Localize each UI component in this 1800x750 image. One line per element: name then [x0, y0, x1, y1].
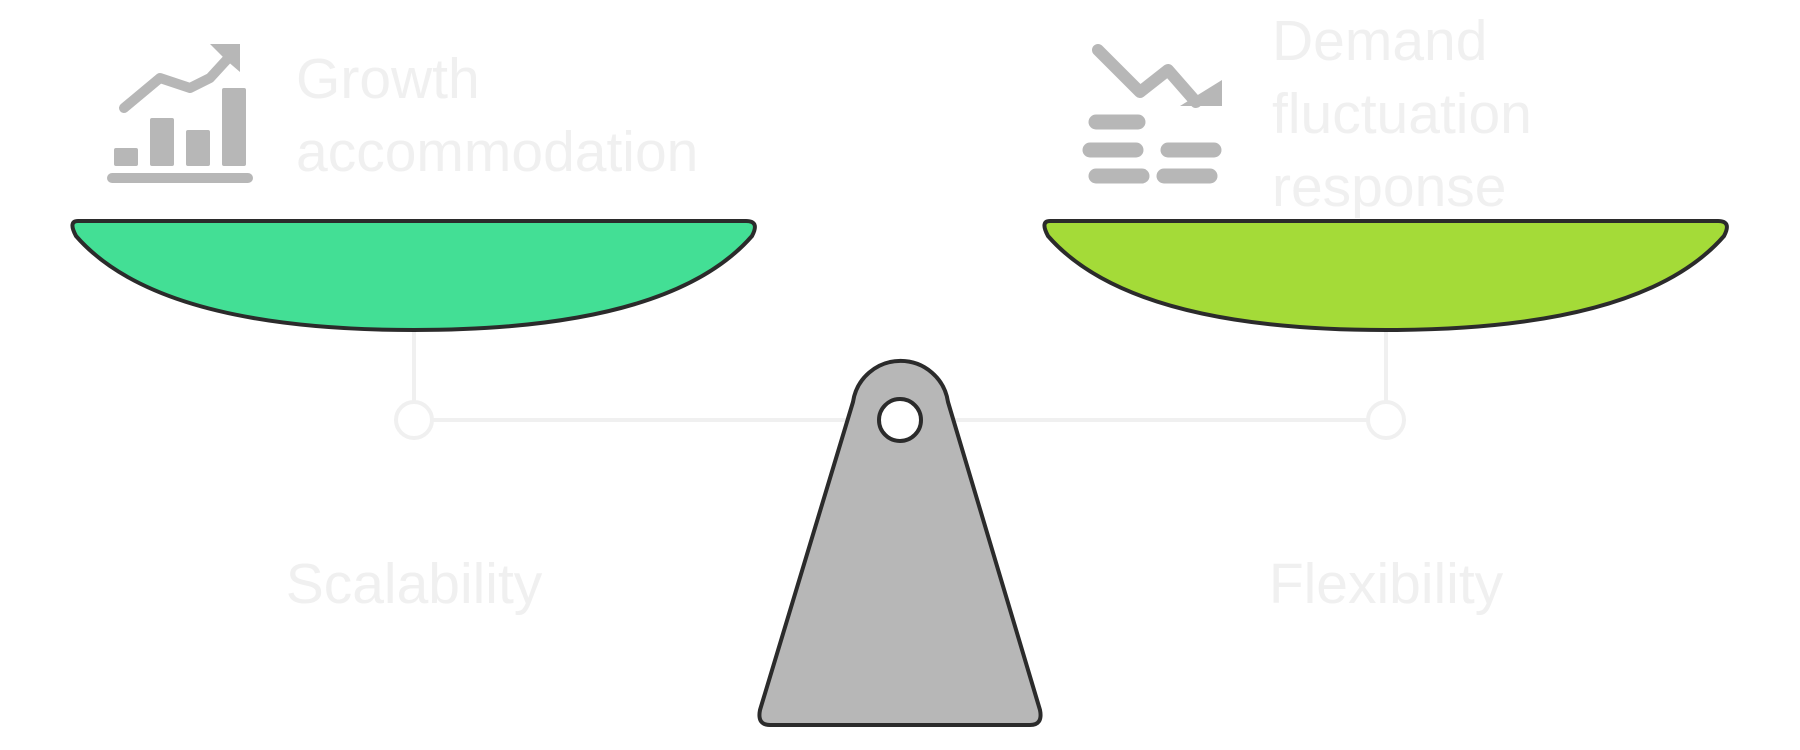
scalability-label: Scalability [285, 552, 543, 616]
growth-accommodation-label: Growth accommodation [296, 47, 699, 184]
scale-fulcrum [757, 358, 1043, 727]
right-beam-joint [1366, 400, 1406, 440]
left-beam-joint [394, 400, 434, 440]
left-scale-pan [70, 219, 757, 332]
demand-fluctuation-icon [1082, 44, 1222, 184]
growth-chart-icon [107, 44, 253, 183]
demand-fluctuation-response-label: Demand fluctuation response [1272, 9, 1532, 219]
flexibility-label: Flexibility [1268, 552, 1504, 616]
right-scale-pan [1042, 219, 1729, 332]
fulcrum-pivot [877, 397, 923, 443]
